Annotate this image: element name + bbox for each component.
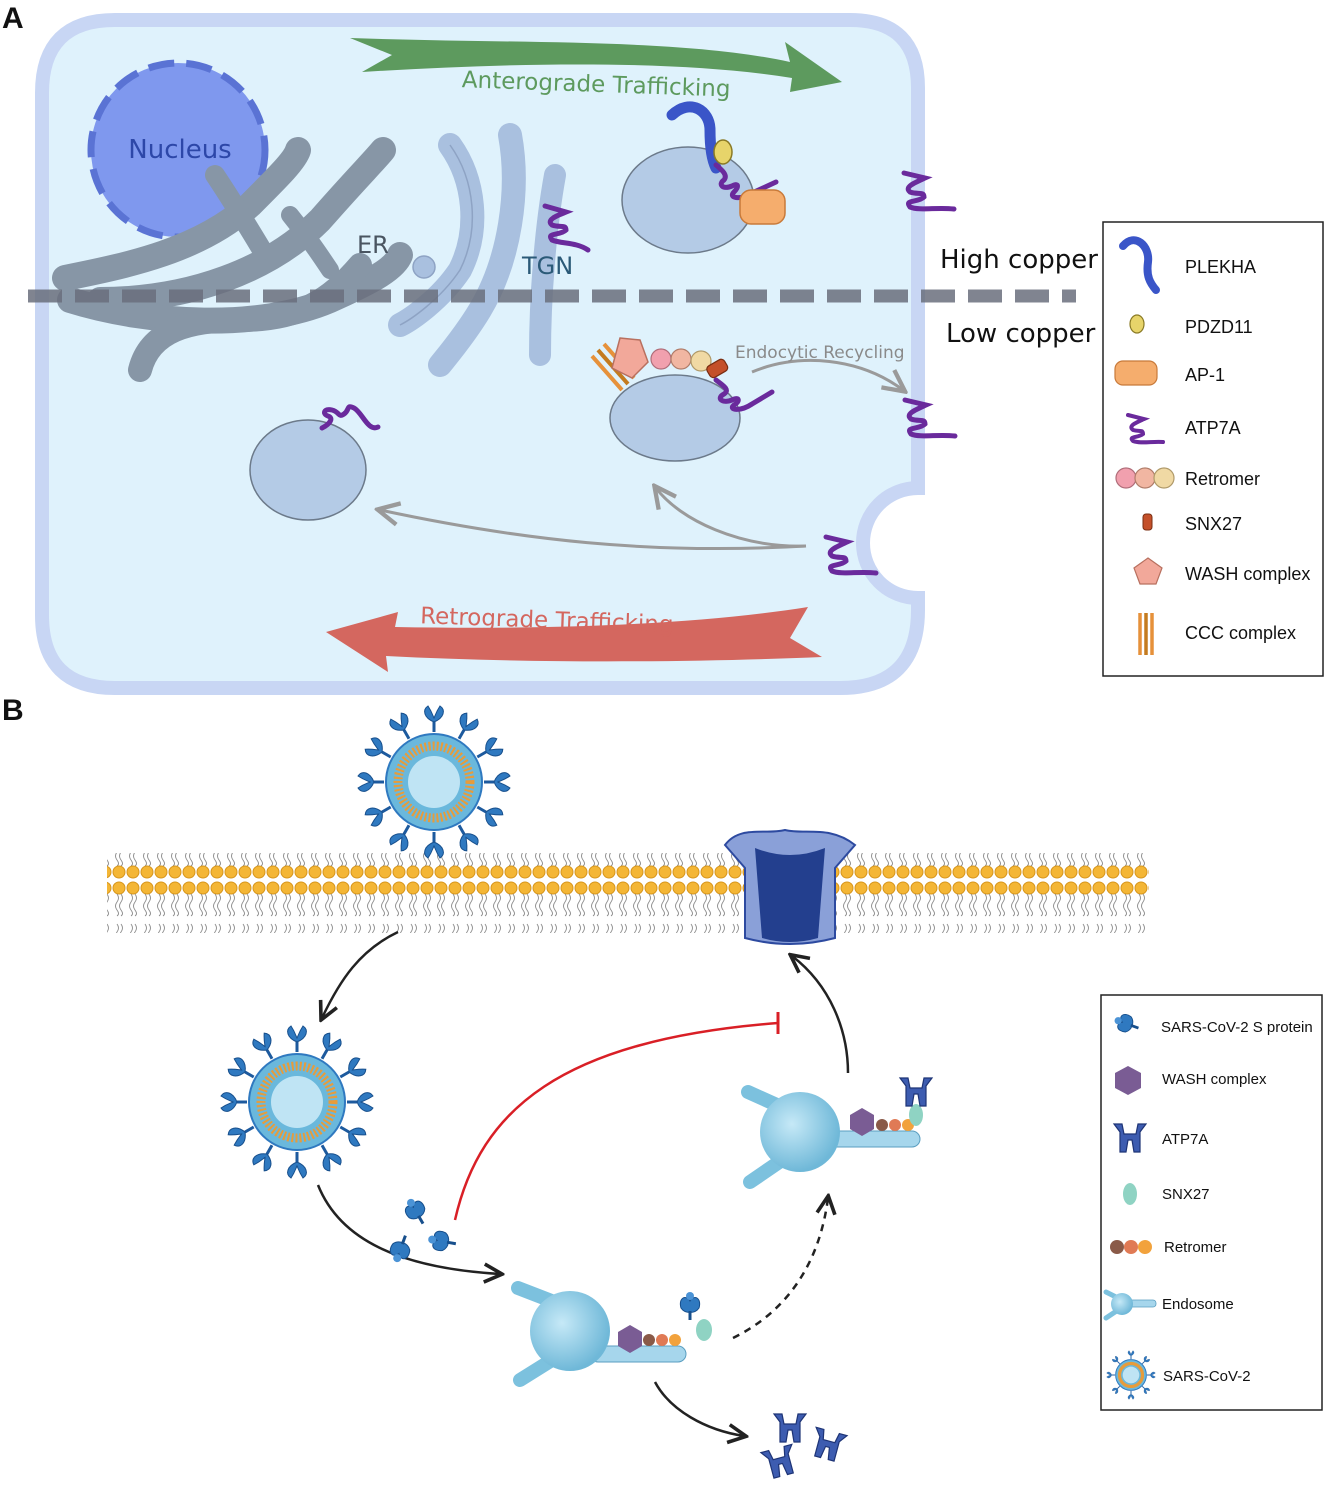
legend-retromer-icon-1 (1115, 467, 1137, 489)
atp7a-tgn (542, 203, 591, 253)
arrow-endocytosis (322, 930, 399, 1018)
atp7a-left (319, 404, 381, 431)
atp7a-degraded-1 (773, 1413, 807, 1443)
endosome-top (741, 1085, 921, 1189)
snx27-a (706, 358, 729, 379)
vesicle-recycling (609, 374, 741, 462)
atp7a-pm-low (902, 397, 958, 439)
atp7a-degraded-2 (760, 1443, 800, 1481)
legend-ccc-icon (1138, 613, 1154, 655)
atp7a-pm-high (901, 170, 957, 212)
plekha-top (666, 101, 722, 174)
legend-plekha-icon (1119, 236, 1160, 294)
retromer-b-bottom-2 (656, 1334, 668, 1346)
snx27-b-top (909, 1104, 923, 1126)
high-copper-label: High copper (940, 245, 1098, 275)
retromer-b-bottom-3 (669, 1334, 681, 1346)
snx27-b-bottom (696, 1319, 712, 1341)
legend-b-endosome-label: Endosome (1162, 1296, 1234, 1313)
legend-b-wash-label: WASH complex (1162, 1071, 1267, 1088)
endocytosis-arrow-up (656, 488, 807, 548)
nucleus-label: Nucleus (128, 135, 231, 165)
retromer-b-top-2 (889, 1119, 901, 1131)
legend-snx27-label: SNX27 (1185, 514, 1242, 534)
atp7a-on-endosome (899, 1077, 933, 1107)
golgi-bud (412, 255, 436, 279)
legend-ccc-label: CCC complex (1185, 623, 1296, 643)
vesicle-high-copper (621, 146, 755, 254)
arrow-to-endosome (316, 1184, 500, 1274)
legend-wash-label: WASH complex (1185, 564, 1310, 584)
legend-atp7a-label: ATP7A (1185, 418, 1241, 438)
legend-wash-icon (1133, 557, 1163, 585)
legend-b-retromer-1 (1110, 1240, 1124, 1254)
legend-retromer-label: Retromer (1185, 469, 1260, 489)
retromer-a1 (650, 348, 672, 370)
sars-cov-2-virion-internalized (219, 1024, 375, 1180)
endosome-bottom (511, 1281, 687, 1387)
wash-complex-b-top (850, 1108, 874, 1136)
legend-b-virus-icon (1106, 1350, 1156, 1400)
pdzd11-top (713, 139, 733, 165)
legend-plekha-label: PLEKHA (1185, 257, 1256, 277)
legend-b-retromer-3 (1138, 1240, 1152, 1254)
legend-snx27-icon (1142, 513, 1153, 531)
atp7a-degraded-3 (808, 1426, 848, 1464)
atp7a-top (713, 162, 779, 201)
legend-b-virus-label: SARS-CoV-2 (1163, 1368, 1251, 1385)
low-copper-label: Low copper (946, 319, 1096, 349)
vesicle-left (249, 419, 367, 521)
legend-b-snx27-label: SNX27 (1162, 1186, 1210, 1203)
er-label: ER (357, 231, 389, 259)
endocytic-recycling-label: Endocytic Recycling (735, 343, 905, 363)
legend-pdzd11-icon (1129, 314, 1145, 334)
atp7a-pit (823, 534, 879, 576)
atp7a-recycling (713, 377, 775, 412)
panel-label-a: A (2, 2, 24, 35)
legend-ap1-label: AP-1 (1185, 365, 1225, 385)
legend-b-atp7a-label: ATP7A (1162, 1131, 1208, 1148)
plasma-membrane-bilayer (107, 853, 1149, 933)
tgn-label: TGN (521, 252, 573, 280)
sars-cov-2-virion-surface (356, 704, 512, 860)
s-protein-bottom (678, 1290, 702, 1322)
retrograde-arrow (326, 607, 822, 672)
retromer-b-top-1 (876, 1119, 888, 1131)
retromer-b-bottom-1 (643, 1334, 655, 1346)
legend-a (1102, 221, 1324, 677)
inhibition-line (453, 1021, 779, 1221)
legend-atp7a-icon (1126, 413, 1165, 445)
legend-retromer-icon-2 (1134, 467, 1156, 489)
free-s-protein-1 (399, 1193, 433, 1230)
atp7a-channel-membrane (723, 828, 857, 945)
wash-complex-a (611, 337, 649, 379)
legend-b-endosome-icon (1103, 1289, 1157, 1321)
wash-complex-b-bottom (618, 1325, 642, 1353)
legend-b (1100, 994, 1323, 1411)
free-s-protein-3 (425, 1227, 460, 1255)
arrow-recycling-dashed (732, 1198, 828, 1340)
legend-b-s-protein-label: SARS-CoV-2 S protein (1161, 1019, 1313, 1036)
legend-b-retromer-2 (1124, 1240, 1138, 1254)
endocytosis-arrow-left (380, 510, 807, 551)
legend-ap1-icon (1114, 360, 1158, 386)
legend-b-retromer-label: Retromer (1164, 1239, 1227, 1256)
retromer-a3 (690, 350, 712, 372)
panel-label-b: B (2, 694, 24, 727)
legend-b-snx27-icon (1123, 1183, 1137, 1205)
legend-b-wash-icon (1115, 1066, 1141, 1095)
arrow-degradation (653, 1381, 744, 1436)
anterograde-arrow (350, 38, 842, 92)
arrow-to-membrane (792, 956, 850, 1074)
legend-retromer-icon-3 (1153, 467, 1175, 489)
retromer-a2 (670, 348, 692, 370)
ap1-top (739, 189, 786, 225)
legend-pdzd11-label: PDZD11 (1185, 317, 1253, 337)
endocytic-recycling-arrow (751, 358, 903, 390)
